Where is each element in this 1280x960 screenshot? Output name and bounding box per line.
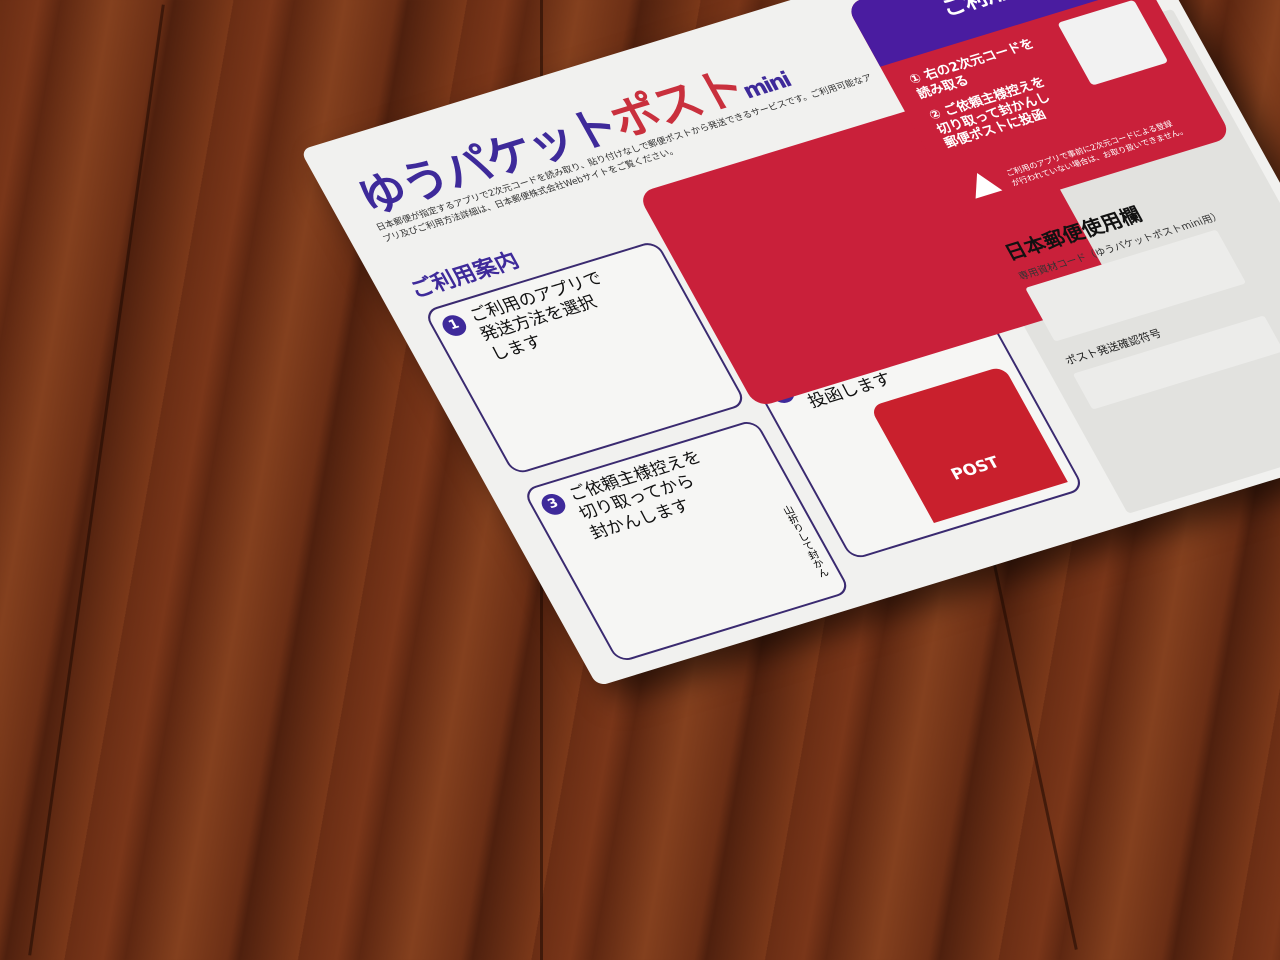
qr-code (1057, 0, 1169, 86)
step-text: ご利用のアプリで 発送方法を選択 します (466, 268, 607, 365)
wood-seam (28, 4, 165, 956)
step-number: 1 (438, 312, 471, 339)
postbox-illustration: POST (869, 365, 1068, 523)
step-number: 3 (537, 491, 570, 518)
step-text: ご依頼主様控えを 切り取ってから 封かんします (565, 447, 706, 544)
warning-icon (963, 168, 1003, 199)
yu-packet-post-mini-envelope: ゆうパケットポストmini 日本郵便が指定するアプリで2次元コードを読み取り、貼… (300, 0, 1280, 687)
postbox-label: POST (947, 452, 1003, 484)
fold-note: 山折りして封かん (778, 504, 830, 580)
